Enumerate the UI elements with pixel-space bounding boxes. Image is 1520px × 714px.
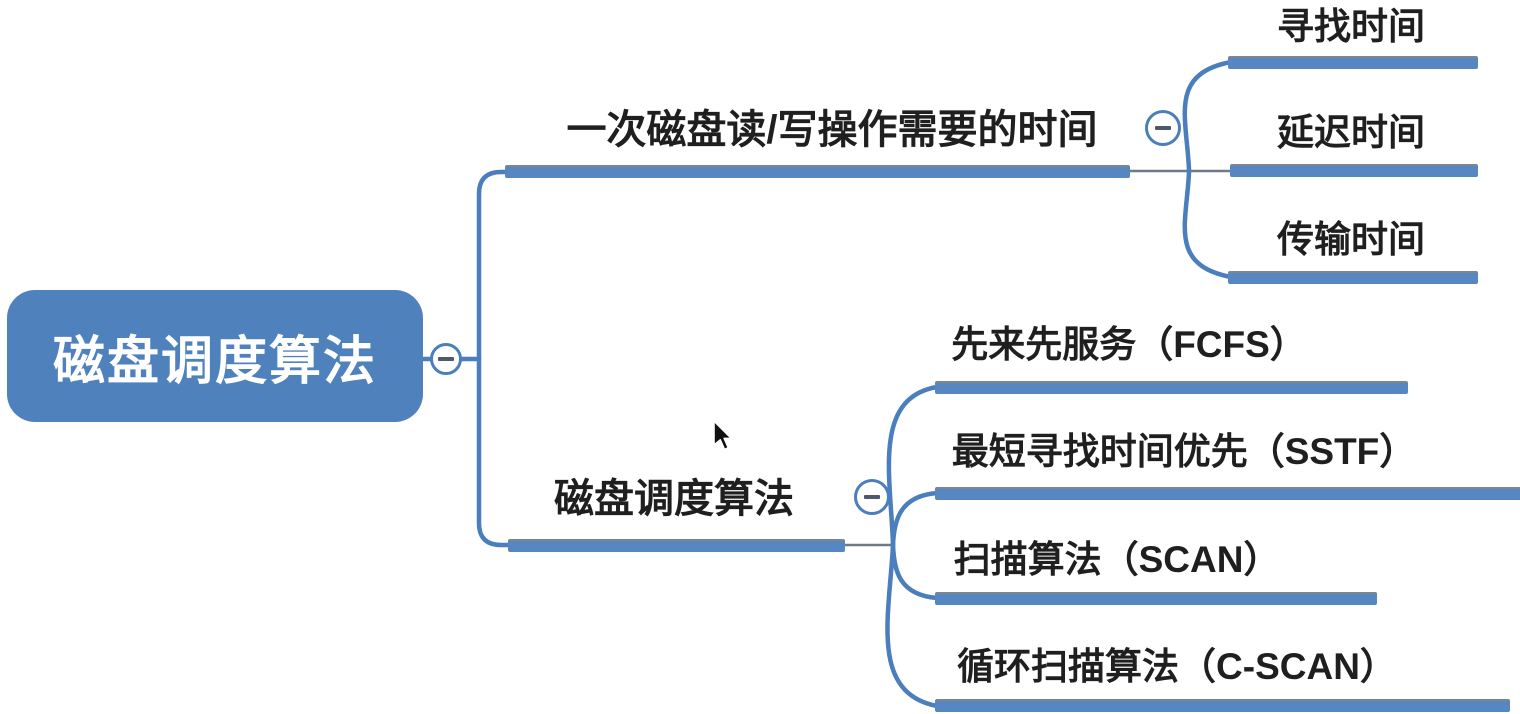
branch1-underline[interactable] bbox=[505, 165, 1130, 178]
branch2-curve-1 bbox=[886, 384, 940, 548]
minus-icon bbox=[1155, 126, 1171, 130]
leaf-cscan-label[interactable]: 循环扫描算法（C-SCAN） bbox=[957, 646, 1397, 687]
branch2-underline[interactable] bbox=[508, 539, 845, 552]
root-collapse-button[interactable] bbox=[430, 343, 462, 375]
leaf-fcfs-label[interactable]: 先来先服务（FCFS） bbox=[951, 324, 1307, 365]
root-topic[interactable]: 磁盘调度算法 bbox=[7, 290, 423, 422]
leaf-seek-time-underline[interactable] bbox=[1228, 56, 1478, 69]
branch1-label[interactable]: 一次磁盘读/写操作需要的时间 bbox=[566, 108, 1098, 152]
branch1-collapse-button[interactable] bbox=[1145, 110, 1181, 146]
minus-icon bbox=[438, 357, 454, 361]
leaf-cscan-underline[interactable] bbox=[935, 699, 1510, 712]
branch2-curve-3 bbox=[890, 542, 940, 601]
branch1-curve-up bbox=[1182, 59, 1234, 173]
leaf-seek-time-label[interactable]: 寻找时间 bbox=[1277, 6, 1425, 47]
leaf-sstf-underline[interactable] bbox=[935, 487, 1520, 500]
leaf-scan-label[interactable]: 扫描算法（SCAN） bbox=[953, 539, 1281, 580]
leaf-transfer-time-underline[interactable] bbox=[1228, 271, 1478, 284]
leaf-sstf-label[interactable]: 最短寻找时间优先（SSTF） bbox=[951, 431, 1417, 472]
minus-icon bbox=[864, 495, 880, 499]
leaf-scan-underline[interactable] bbox=[935, 592, 1377, 605]
branch1-curve-down bbox=[1182, 169, 1234, 280]
leaf-transfer-time-label[interactable]: 传输时间 bbox=[1277, 219, 1425, 260]
branch2-collapse-button[interactable] bbox=[854, 479, 890, 515]
root-bracket-line bbox=[476, 169, 512, 548]
leaf-latency-time-label[interactable]: 延迟时间 bbox=[1277, 112, 1425, 153]
branch2-label[interactable]: 磁盘调度算法 bbox=[554, 477, 794, 521]
root-topic-label: 磁盘调度算法 bbox=[52, 332, 377, 391]
branch2-curve-2 bbox=[890, 490, 940, 548]
leaf-fcfs-underline[interactable] bbox=[935, 381, 1408, 394]
branch2-curve-4 bbox=[885, 543, 940, 709]
leaf-latency-time-underline[interactable] bbox=[1230, 164, 1478, 177]
